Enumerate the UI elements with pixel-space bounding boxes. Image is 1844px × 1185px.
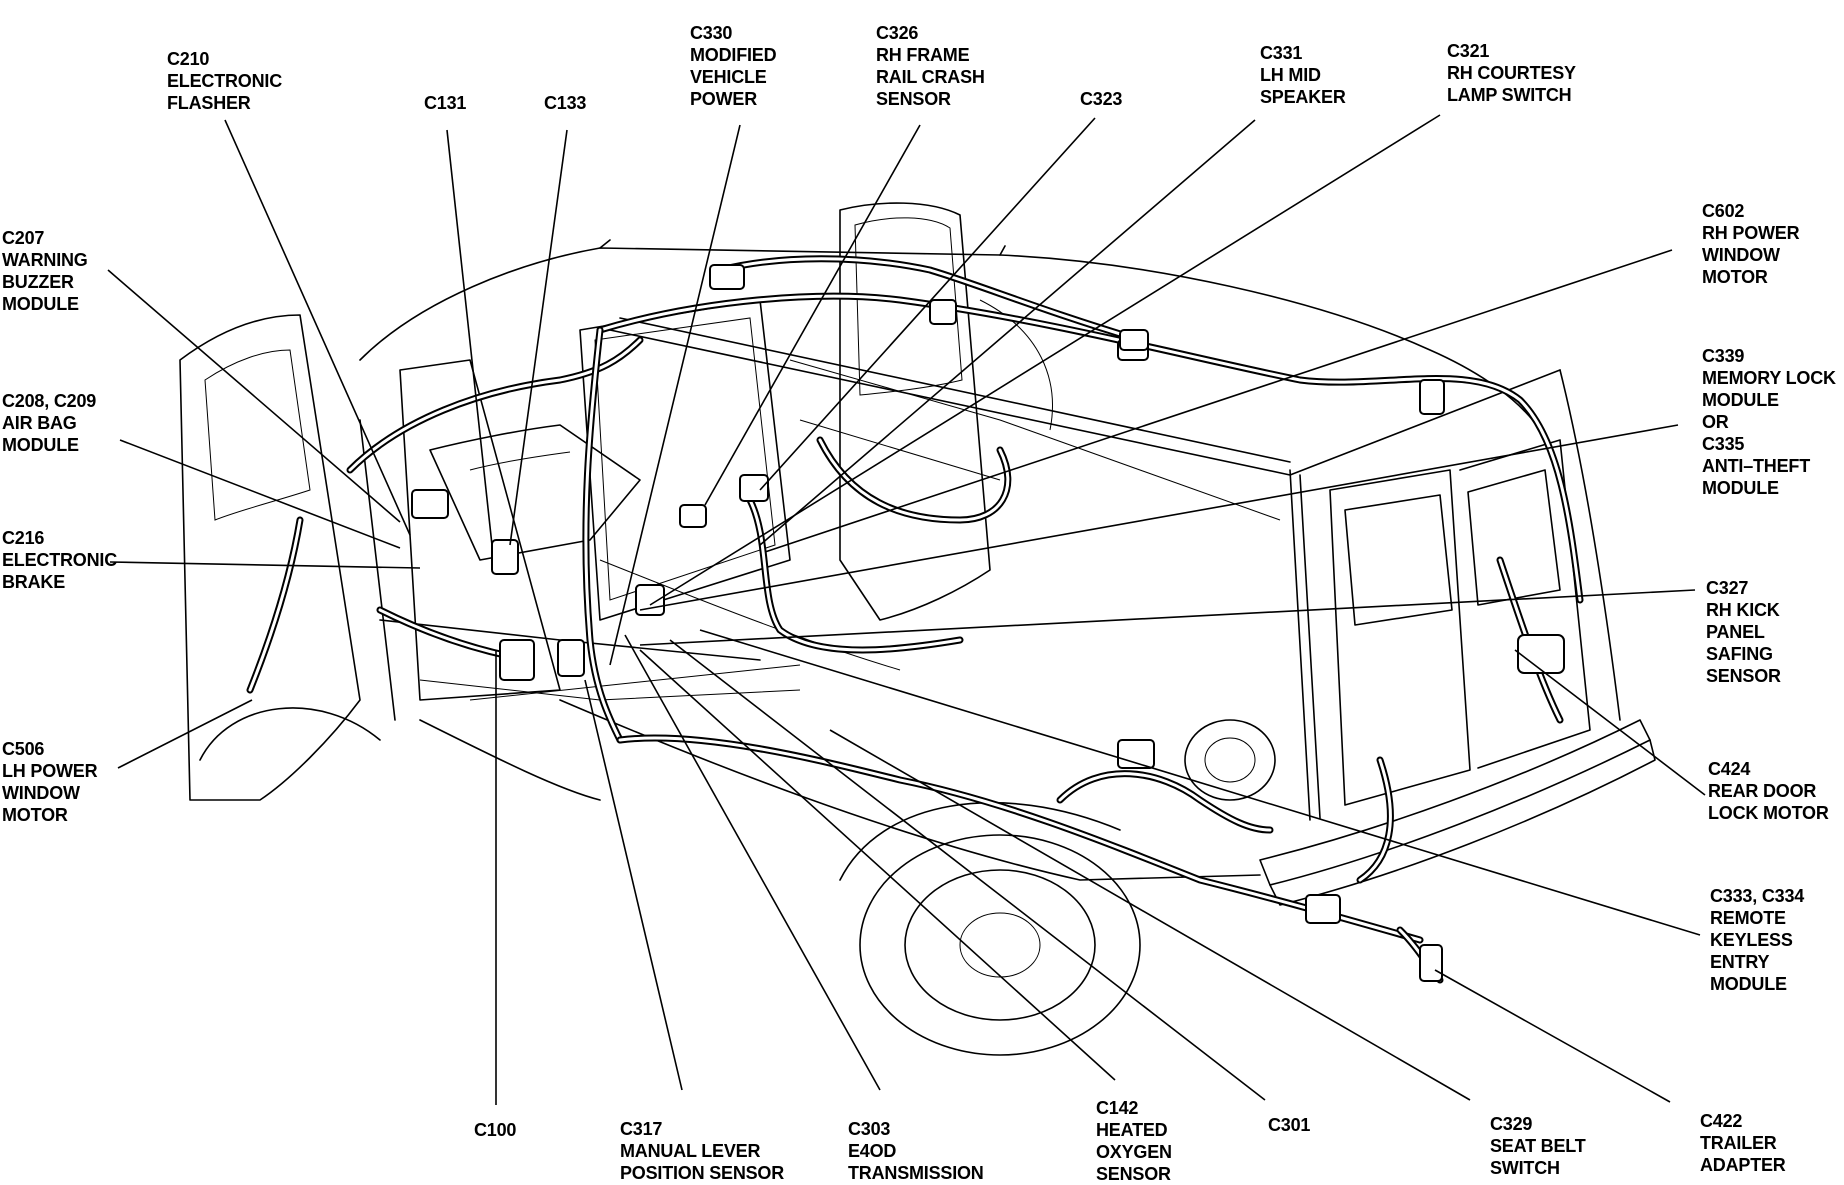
- leader-c327: [639, 589, 1696, 646]
- leader-c422: [1434, 969, 1671, 1103]
- leader-c331: [759, 119, 1256, 546]
- leader-c424: [1514, 649, 1706, 796]
- leader-c333: [699, 629, 1701, 936]
- leader-lines: [107, 114, 1706, 1105]
- leader-c326: [704, 124, 921, 506]
- leader-c207: [107, 269, 401, 523]
- leader-c317: [584, 679, 683, 1091]
- callout-c131: C131: [424, 93, 467, 113]
- leader-c602: [764, 249, 1673, 553]
- leader-c329: [829, 729, 1471, 1101]
- leader-c210: [224, 119, 411, 536]
- callout-c133: C133: [544, 93, 587, 113]
- leader-c133: [509, 129, 568, 546]
- leader-c131: [446, 129, 493, 546]
- leader-c303: [624, 634, 881, 1091]
- leader-c301: [669, 639, 1266, 1101]
- leader-c330: [609, 124, 741, 666]
- callout-c100: C100: [474, 1120, 517, 1140]
- leader-c321: [649, 114, 1441, 606]
- leader-c216: [109, 561, 421, 569]
- leader-c339: [639, 424, 1679, 611]
- callout-c323: C323: [1080, 89, 1123, 109]
- van-body: [179, 202, 1656, 1056]
- callout-c301: C301: [1268, 1115, 1311, 1135]
- leader-c506: [117, 699, 253, 769]
- wiring-harness: [246, 255, 1584, 984]
- leader-c142: [639, 649, 1116, 1081]
- leader-c323: [759, 117, 1096, 491]
- leader-c208: [119, 439, 401, 549]
